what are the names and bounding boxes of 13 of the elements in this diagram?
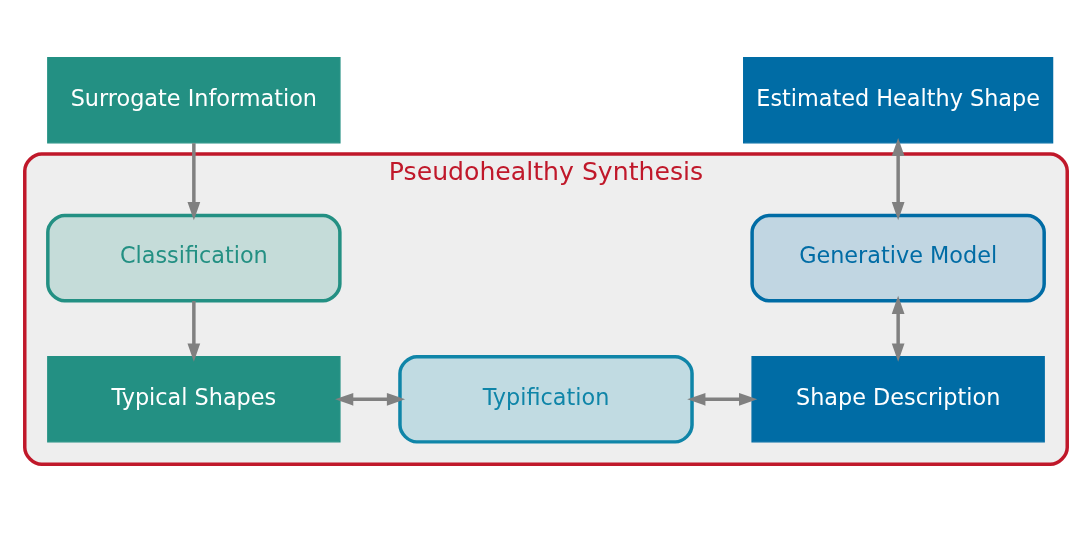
node-box: Generative Model [750, 213, 1046, 303]
node-box: Typification [398, 354, 694, 444]
node-box: Classification [46, 213, 342, 303]
arrow [187, 143, 201, 221]
arrow [687, 392, 758, 406]
arrow [335, 392, 406, 406]
node-box: Typical Shapes [47, 355, 341, 443]
arrow [187, 301, 201, 362]
arrow [891, 295, 905, 362]
node-box: Estimated Healthy Shape [743, 56, 1054, 144]
node-box: Surrogate Information [47, 56, 341, 144]
arrow [891, 137, 905, 221]
node-box: Shape Description [751, 355, 1045, 443]
